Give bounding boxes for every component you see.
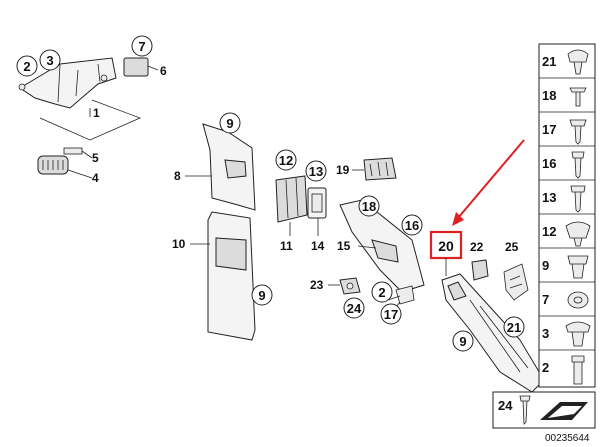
label-17: 17	[384, 307, 398, 322]
callout-2-b: 2	[371, 281, 393, 303]
part-13-cover	[307, 187, 327, 236]
sidebar-row-13: 13	[542, 185, 586, 213]
part-17-bracket	[387, 285, 415, 313]
sidebar-label: 21	[542, 54, 556, 69]
label-1: 1	[93, 106, 100, 120]
part-10-pillar-lower	[190, 211, 256, 341]
label-13: 13	[309, 164, 323, 179]
callout-17: 17	[380, 303, 402, 325]
sidebar-label: 17	[542, 122, 556, 137]
red-arrowhead-icon	[452, 212, 464, 226]
sidebar-row-7: 7	[542, 291, 589, 309]
label-14: 14	[311, 239, 325, 253]
callout-13: 13	[305, 160, 327, 182]
part-11-belt-guide	[275, 175, 308, 236]
callout-12: 12	[275, 149, 297, 171]
label-8: 8	[174, 169, 181, 183]
callout-9-b: 9	[251, 284, 273, 306]
screw-icon	[519, 395, 531, 425]
part-1-upper-trim	[18, 57, 117, 109]
sidebar-label: 3	[542, 326, 549, 341]
callout-9-a: 9	[219, 112, 241, 134]
push-rivet-icon	[565, 321, 591, 347]
push-clip-icon	[567, 255, 589, 279]
sidebar-label: 9	[542, 258, 549, 273]
red-arrow-icon	[457, 139, 525, 219]
callout-18: 18	[358, 195, 380, 217]
callout-7: 7	[131, 35, 153, 57]
sidebar-row-3: 3	[542, 321, 591, 347]
sidebar-row-18: 18	[542, 87, 587, 107]
sidebar-label: 7	[542, 292, 549, 307]
label-6: 6	[160, 64, 167, 78]
label-24: 24	[347, 301, 362, 316]
sidebar-row-21: 21	[542, 49, 589, 75]
label-3: 3	[46, 53, 53, 68]
sidebar-label: 12	[542, 224, 556, 239]
label-23: 23	[310, 278, 324, 292]
part-22-clip	[471, 259, 489, 281]
part-6-clip	[123, 57, 159, 77]
label-12: 12	[279, 153, 293, 168]
sidebar-label: 2	[542, 360, 549, 375]
screw-icon	[571, 151, 585, 179]
reference-box: 24	[492, 391, 596, 429]
label-15: 15	[337, 239, 351, 253]
part-25-bracket	[503, 263, 529, 301]
screw-icon	[569, 119, 587, 145]
callout-24: 24	[343, 297, 365, 319]
label-16: 16	[405, 218, 419, 233]
catalog-number: 00235644	[545, 433, 590, 444]
label-7: 7	[138, 39, 145, 54]
label-2: 2	[23, 59, 30, 74]
callout-2: 2	[16, 55, 38, 77]
label-4: 4	[92, 171, 99, 185]
reference-label: 24	[498, 398, 513, 413]
label-5: 5	[92, 151, 99, 165]
sidebar-row-17: 17	[542, 119, 587, 145]
callout-16: 16	[401, 214, 423, 236]
label-20: 20	[438, 238, 454, 254]
label-11: 11	[280, 239, 293, 253]
sidebar-row-2: 2	[542, 355, 585, 385]
label-2-b: 2	[378, 285, 385, 300]
label-18: 18	[362, 199, 376, 214]
push-rivet-icon	[567, 49, 589, 75]
rivet-icon	[569, 87, 587, 107]
callout-21: 21	[503, 316, 525, 338]
part-23-clip	[328, 277, 361, 295]
screw-icon	[570, 185, 586, 213]
callout-9-c: 9	[452, 330, 474, 352]
label-10: 10	[172, 237, 186, 251]
label-22: 22	[470, 240, 484, 254]
label-21: 21	[507, 320, 521, 335]
part-8-pillar-upper	[185, 123, 256, 211]
sidebar-label: 16	[542, 156, 556, 171]
label-9-c: 9	[459, 334, 466, 349]
sidebar-row-12: 12	[542, 221, 591, 247]
part-19-clip	[352, 157, 397, 181]
part-4-grille	[37, 147, 93, 179]
sidebar-row-9: 9	[542, 255, 589, 279]
label-9-b: 9	[258, 288, 265, 303]
label-25: 25	[505, 240, 519, 254]
sidebar-row-16: 16	[542, 151, 585, 179]
callout-3: 3	[39, 49, 61, 71]
label-19: 19	[336, 163, 350, 177]
label-9-a: 9	[226, 116, 233, 131]
bolt-icon	[571, 355, 585, 385]
clip-icon	[565, 221, 591, 247]
sidebar-label: 18	[542, 88, 556, 103]
sidebar-label: 13	[542, 190, 556, 205]
